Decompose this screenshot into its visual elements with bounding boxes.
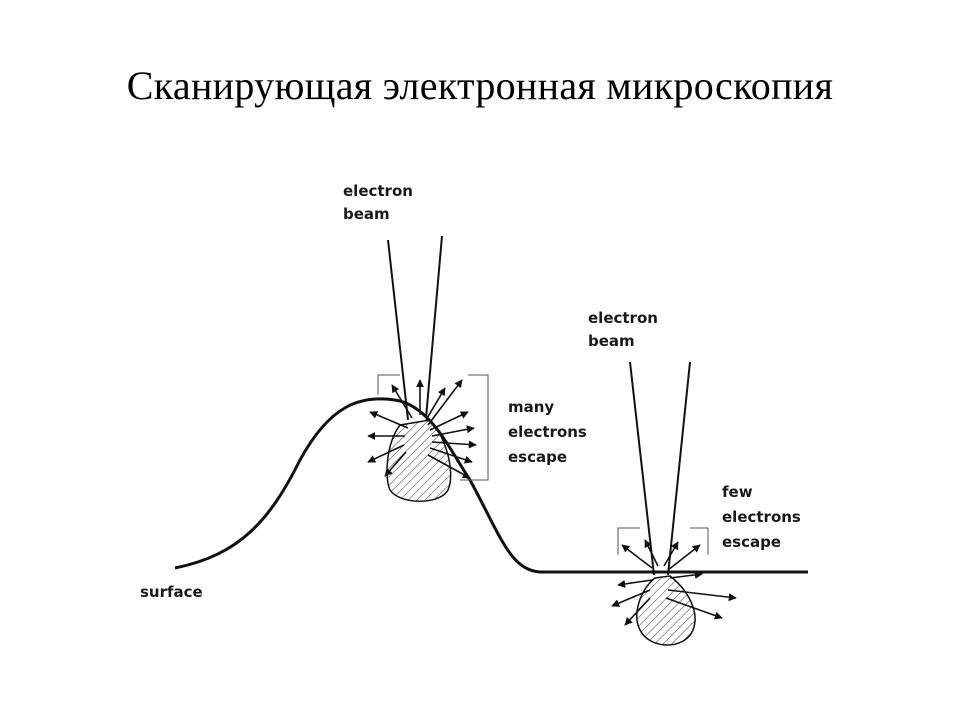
- escape-bracket-left: [377, 374, 489, 481]
- label-many-electrons: many electrons escape: [508, 398, 587, 466]
- surface-label: surface: [140, 583, 203, 601]
- escape-arrows-right: [611, 539, 737, 626]
- escape-arrows-left: [367, 379, 477, 479]
- label-beam-right: electron beam: [588, 309, 658, 350]
- electron-beam-right: [629, 361, 691, 576]
- label-beam-left: electron beam: [343, 182, 413, 223]
- escape-bracket-right: [617, 527, 709, 555]
- interaction-volume-right: [636, 575, 696, 646]
- beam-left-line1: electron: [343, 182, 413, 200]
- surface-line: [174, 397, 808, 574]
- many-line1: many: [508, 398, 554, 416]
- beam-right-line1: electron: [588, 309, 658, 327]
- few-line1: few: [722, 483, 753, 501]
- many-line2: electrons: [508, 423, 587, 441]
- many-line3: escape: [508, 448, 567, 466]
- beam-left-line2: beam: [343, 205, 390, 223]
- interaction-volume-left: [386, 419, 452, 502]
- label-few-electrons: few electrons escape: [722, 483, 801, 551]
- electron-beam-left: [387, 235, 443, 421]
- few-line3: escape: [722, 533, 781, 551]
- few-line2: electrons: [722, 508, 801, 526]
- beam-right-line2: beam: [588, 332, 635, 350]
- slide-title: Сканирующая электронная микроскопия: [126, 63, 834, 108]
